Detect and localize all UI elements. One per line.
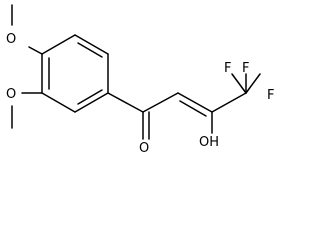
hydroxyl-label: OH: [199, 135, 219, 150]
carbonyl-to-alkene-bond: [142, 92, 179, 113]
methoxy-oxygen-label-top: O: [6, 32, 16, 47]
fluorine-label-left: F: [224, 61, 231, 76]
ring-bond-1: [74, 34, 109, 55]
trifluoromethyl-group: F F F: [224, 61, 274, 103]
ring-bond-3-inner: [77, 89, 103, 105]
alkene-bond: [177, 92, 213, 113]
ring-bond-4: [41, 92, 76, 113]
ring-bond-6: [41, 34, 76, 55]
carbon-to-fluorine-left-bond: [231, 73, 247, 94]
fluorine-label-right: F: [267, 88, 274, 103]
methoxy-oxygen-label-bottom: O: [6, 87, 16, 102]
alkene-bond-inner: [179, 100, 207, 117]
ring-bond-3: [74, 92, 109, 113]
benzene-ring: [41, 34, 109, 113]
fluorine-label-top: F: [242, 61, 249, 76]
chemical-structure-diagram: O O F F F O OH: [6, 4, 274, 156]
methoxy-group-top: O: [6, 4, 43, 55]
structure-canvas: O O F F F O OH: [6, 4, 275, 156]
ring-to-oxygen-bond-top: [28, 46, 43, 55]
methoxy-group-bottom: O: [6, 87, 43, 129]
ring-to-carbonyl-bond: [107, 92, 144, 113]
carbon-to-fluorine-right-bond: [245, 73, 261, 94]
enone-chain: [107, 92, 247, 140]
carbonyl-oxygen-label: O: [139, 141, 149, 156]
ring-bond-1-inner: [77, 42, 103, 58]
enol-to-cf3-bond: [211, 92, 247, 113]
